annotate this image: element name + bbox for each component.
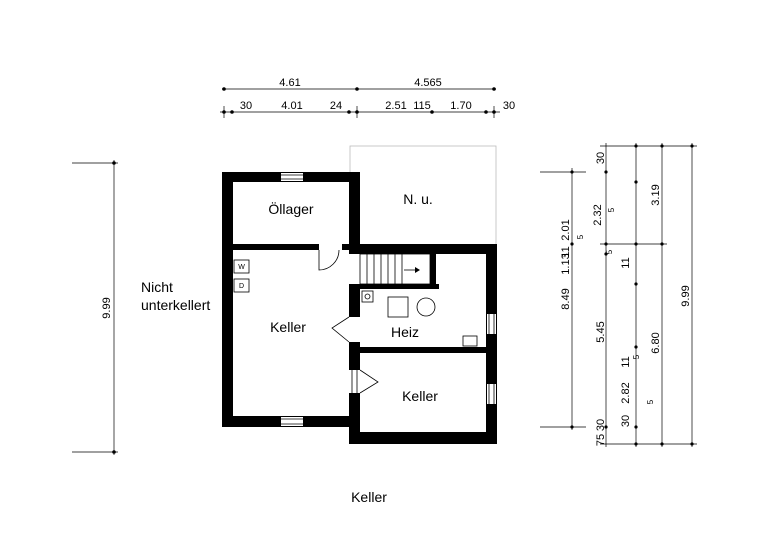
dim-r2-d: 11 bbox=[620, 257, 632, 268]
dim-r1-g: 30 bbox=[595, 419, 607, 431]
dim-top-left: 4.61 bbox=[279, 77, 300, 89]
dim-r1-b: 11 bbox=[560, 246, 572, 257]
side-note-line2: unterkellert bbox=[141, 297, 210, 313]
dim-r2-i: 30 bbox=[620, 415, 632, 427]
left-dimension: 9.99 bbox=[72, 160, 118, 455]
dim-r2-j: 2.82 bbox=[620, 382, 632, 403]
dim-r1-f: 75 bbox=[595, 434, 607, 446]
room-oellager: Öllager bbox=[268, 200, 313, 217]
windows bbox=[281, 173, 496, 426]
sink bbox=[361, 290, 374, 303]
dim-r2-b: 2.32 bbox=[592, 204, 604, 225]
walls bbox=[222, 172, 497, 444]
dim-room-right: 1.70 bbox=[450, 100, 471, 112]
washer-box bbox=[233, 259, 250, 274]
boiler bbox=[387, 296, 409, 318]
dim-r2-c: 5 bbox=[607, 207, 616, 212]
side-note-line1: Nicht bbox=[141, 279, 173, 295]
right-dimensions: 2.01 11 1.13 5 8.49 75 30 30 2.32 5 11 5… bbox=[540, 143, 697, 447]
fixtures: W D bbox=[233, 259, 478, 347]
room-keller-left: Keller bbox=[270, 319, 306, 335]
dim-r3-a: 3.19 bbox=[650, 184, 662, 205]
top-dimensions: 4.61 4.565 30 4.01 24 2.51 115 1.70 30 bbox=[220, 77, 515, 118]
dryer-box bbox=[233, 278, 250, 293]
dim-room-mid: 2.51 bbox=[385, 100, 406, 112]
doors bbox=[318, 249, 379, 394]
dim-r1-c: 1.13 bbox=[560, 253, 572, 274]
dim-wall-mid: 24 bbox=[330, 100, 342, 112]
dim-wall-left: 30 bbox=[240, 100, 252, 112]
dim-wall-right: 30 bbox=[503, 100, 515, 112]
dim-top-right: 4.565 bbox=[414, 77, 442, 89]
dim-r2-a: 30 bbox=[595, 152, 607, 164]
dim-r1-a: 2.01 bbox=[560, 219, 572, 240]
dim-r1-d: 5 bbox=[576, 234, 585, 239]
dim-left-total: 9.99 bbox=[101, 297, 113, 318]
room-nu: N. u. bbox=[403, 191, 433, 207]
dim-room-left: 4.01 bbox=[281, 100, 302, 112]
washer-label: W bbox=[238, 264, 245, 271]
room-heiz: Heiz bbox=[391, 324, 419, 340]
dim-r3-b: 6.80 bbox=[650, 332, 662, 353]
dryer-label: D bbox=[239, 283, 244, 290]
dim-r2-e: 5 bbox=[605, 249, 614, 254]
tank bbox=[416, 297, 436, 317]
room-keller-right: Keller bbox=[402, 388, 438, 404]
drawing-title: Keller bbox=[351, 489, 387, 505]
dim-r2-g: 11 bbox=[620, 356, 632, 367]
dim-opening: 115 bbox=[413, 100, 431, 112]
meter-box bbox=[462, 335, 478, 347]
dim-r2-h: 5 bbox=[632, 354, 641, 359]
dim-r1-e: 8.49 bbox=[560, 288, 572, 309]
dim-r2-f: 5.45 bbox=[595, 321, 607, 342]
dim-r3-c: 5 bbox=[646, 399, 655, 404]
dim-r4-total: 9.99 bbox=[680, 285, 692, 306]
stairs bbox=[359, 253, 431, 285]
